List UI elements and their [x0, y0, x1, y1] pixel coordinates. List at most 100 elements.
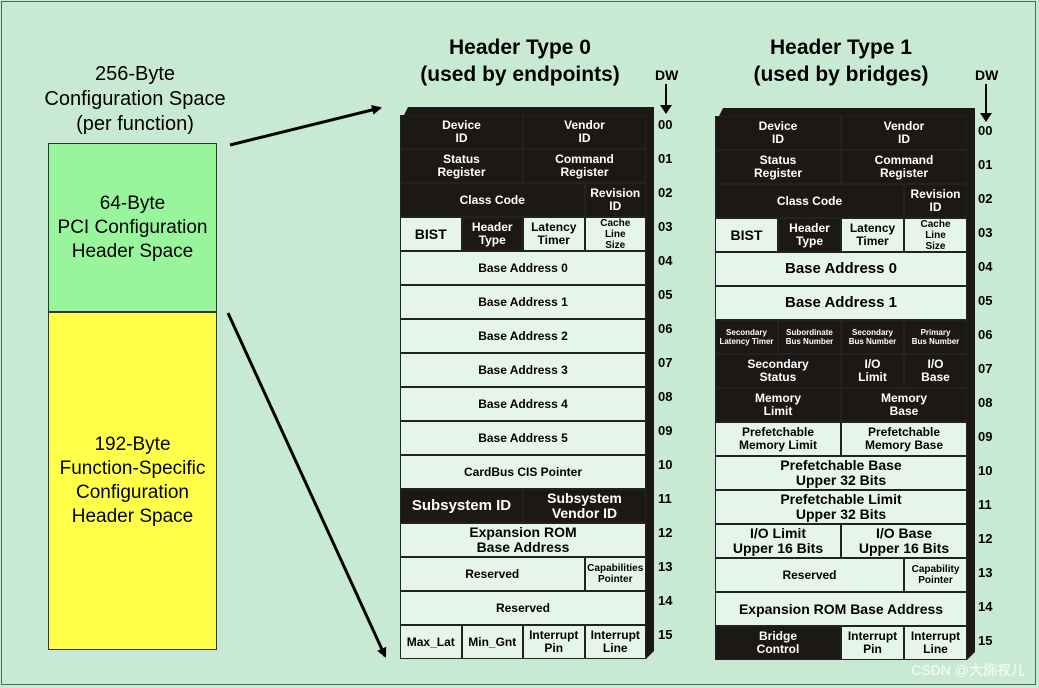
type1-dw-number-06: 06 — [978, 327, 993, 342]
type0-dw-number-00: 00 — [658, 117, 673, 132]
type0-dw03-field-1: BIST — [400, 217, 462, 251]
type0-dw02-field-2-label: Revision ID — [590, 186, 641, 213]
type1-dw06-field-4: Primary Bus Number — [904, 320, 967, 354]
type1-dw-number-02: 02 — [978, 191, 993, 206]
pci-header-space-box: 64-Byte PCI Configuration Header Space — [48, 143, 217, 312]
type1-dw08-field-1: Memory Limit — [715, 388, 841, 422]
arrow-to-table-bottom — [226, 312, 387, 658]
watermark: CSDN @大旆衩儿 — [911, 662, 1025, 678]
type0-dw07-field-1: Base Address 3 — [400, 353, 646, 387]
type0-dw10-field-1-label: CardBus CIS Pointer — [463, 464, 583, 479]
type0-dw05-field-1: Base Address 1 — [400, 285, 646, 319]
type1-dw01-field-1: Status Register — [715, 150, 841, 184]
type1-dw07-field-1-label: Secondary Status — [747, 357, 809, 384]
type0-dw-arrow — [660, 84, 672, 114]
type1-dw10-field-1-label: Prefetchable Base Upper 32 Bits — [780, 457, 902, 488]
type1-dw-number-12: 12 — [978, 531, 993, 546]
type1-dw15-field-1-label: Bridge Control — [756, 629, 800, 656]
type0-dw12-field-1-label: Expansion ROM Base Address — [469, 524, 577, 555]
type1-dw11-field-1-label: Prefetchable Limit Upper 32 Bits — [780, 491, 902, 522]
type1-dw13-field-1: Reserved — [715, 558, 904, 592]
type1-dw12-field-1: I/O Limit Upper 16 Bits — [715, 524, 841, 558]
type0-dw15-field-3-label: Interrupt Pin — [529, 628, 579, 655]
type0-dw-number-04: 04 — [658, 253, 673, 268]
type0-dw15-field-3: Interrupt Pin — [523, 625, 585, 659]
type1-dw-number-00: 00 — [978, 123, 993, 138]
type1-dw03-field-3: Latency Timer — [841, 218, 904, 252]
type1-dw02-field-1: Class Code — [715, 184, 904, 218]
type0-dw-label: DW — [655, 67, 679, 83]
type1-dw05-field-1-label: Base Address 1 — [784, 294, 897, 311]
type1-dw13-field-2-label: Capability Pointer — [911, 564, 960, 586]
type1-dw07-field-3-label: I/O Base — [921, 357, 950, 384]
type1-dw-number-15: 15 — [978, 633, 993, 648]
type1-dw07-field-1: Secondary Status — [715, 354, 841, 388]
type0-dw14-field-1: Reserved — [400, 591, 646, 625]
type1-dw15-field-2-label: Interrupt Pin — [847, 629, 898, 656]
type0-dw12-field-1: Expansion ROM Base Address — [400, 523, 646, 557]
type0-dw02-field-1-label: Class Code — [459, 192, 525, 207]
type1-dw14-field-1-label: Expansion ROM Base Address — [738, 600, 944, 617]
type1-dw13-field-2: Capability Pointer — [904, 558, 967, 592]
type1-dw06-field-2: Subordinate Bus Number — [778, 320, 841, 354]
type1-dw05-field-1: Base Address 1 — [715, 286, 967, 320]
type1-dw01-field-1-label: Status Register — [753, 153, 803, 180]
type1-dw03-field-2: Header Type — [778, 218, 841, 252]
type0-dw14-field-1-label: Reserved — [495, 600, 551, 615]
type0-dw-number-14: 14 — [658, 593, 673, 608]
type1-dw03-field-1: BIST — [715, 218, 778, 252]
type0-dw15-field-1: Max_Lat — [400, 625, 462, 659]
type0-dw03-field-3: Latency Timer — [523, 217, 585, 251]
type1-dw-number-04: 04 — [978, 259, 993, 274]
type1-dw-label: DW — [975, 67, 999, 83]
type0-dw15-field-4-label: Interrupt Line — [590, 628, 640, 655]
type0-dw-number-06: 06 — [658, 321, 673, 336]
type0-dw13-field-2-label: Capabilities Pointer — [587, 563, 644, 585]
type0-table-side-edge — [646, 107, 654, 659]
type0-dw13-field-1: Reserved — [400, 557, 585, 591]
type0-dw03-field-2-label: Header Type — [471, 220, 513, 247]
type1-dw13-field-1-label: Reserved — [782, 567, 837, 582]
type1-dw02-field-1-label: Class Code — [776, 193, 843, 208]
type0-dw15-field-4: Interrupt Line — [584, 625, 646, 659]
type0-dw02-field-1: Class Code — [400, 183, 585, 217]
type0-dw03-field-1-label: BIST — [414, 225, 447, 242]
type1-dw03-field-3-label: Latency Timer — [849, 221, 896, 248]
type0-dw01-field-2: Command Register — [523, 149, 646, 183]
type1-dw03-field-2-label: Header Type — [789, 221, 830, 248]
type1-dw00-field-2: Vendor ID — [841, 116, 967, 150]
type1-dw15-field-3: Interrupt Line — [904, 626, 967, 660]
type1-table-side-edge — [967, 108, 975, 660]
type0-dw-number-13: 13 — [658, 559, 673, 574]
type0-dw03-field-4-label: Cache Line Size — [600, 217, 631, 251]
type0-dw15-field-1-label: Max_Lat — [406, 634, 455, 649]
arrow-to-header-table — [229, 105, 382, 147]
type0-dw13-field-2: Capabilities Pointer — [584, 557, 646, 591]
type1-dw12-field-1-label: I/O Limit Upper 16 Bits — [732, 525, 824, 556]
type1-dw02-field-2: Revision ID — [904, 184, 967, 218]
type1-dw00-field-2-label: Vendor ID — [883, 119, 925, 146]
type0-dw-number-05: 05 — [658, 287, 673, 302]
type1-dw12-field-2: I/O Base Upper 16 Bits — [841, 524, 967, 558]
type1-dw-number-01: 01 — [978, 157, 993, 172]
type1-dw02-field-2-label: Revision ID — [910, 187, 961, 214]
type0-dw01-field-1: Status Register — [400, 149, 523, 183]
type1-dw06-field-4-label: Primary Bus Number — [911, 328, 960, 346]
type0-dw00-field-1-label: Device ID — [442, 118, 481, 145]
type0-table-top-edge — [404, 107, 654, 115]
type0-dw11-field-1-label: Subsystem ID — [411, 497, 512, 514]
type1-dw04-field-1: Base Address 0 — [715, 252, 967, 286]
type0-dw03-field-2: Header Type — [461, 217, 523, 251]
type1-dw12-field-2-label: I/O Base Upper 16 Bits — [858, 525, 950, 556]
type0-dw15-field-2: Min_Gnt — [461, 625, 523, 659]
type0-title: Header Type 0 (used by endpoints) — [420, 36, 620, 86]
type1-dw06-field-1: Secondary Latency Timer — [715, 320, 778, 354]
type1-dw06-field-3: Secondary Bus Number — [841, 320, 904, 354]
type0-dw08-field-1-label: Base Address 4 — [478, 396, 568, 411]
type0-dw11-field-2-label: Subsystem Vendor ID — [547, 490, 622, 521]
type0-dw15-field-2-label: Min_Gnt — [468, 634, 517, 649]
type1-dw01-field-2-label: Command Register — [874, 153, 934, 180]
function-specific-space-label: 192-Byte Function-Specific Configuration… — [59, 434, 206, 527]
type1-dw00-field-1-label: Device ID — [758, 119, 798, 146]
